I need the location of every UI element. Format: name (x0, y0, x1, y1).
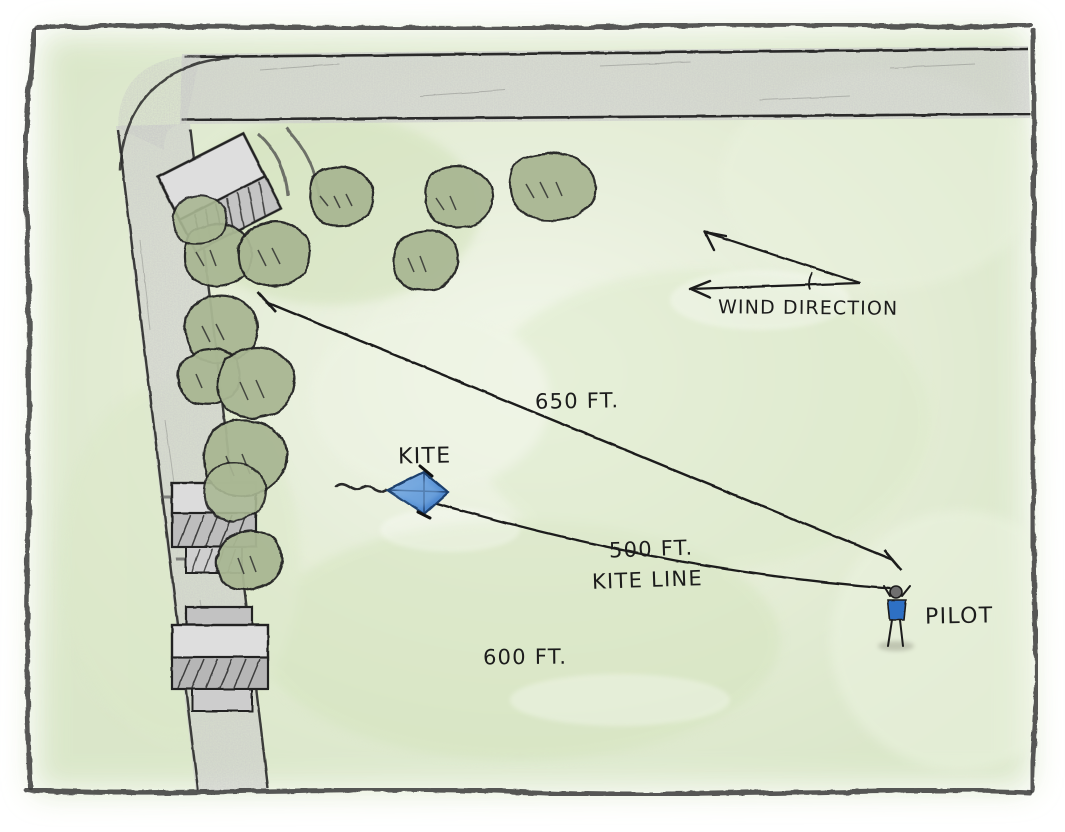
sketch-border (22, 21, 1040, 798)
bush (508, 152, 598, 222)
bush (215, 529, 284, 592)
pilot-figure (878, 585, 914, 651)
measurement-line-650 (257, 291, 902, 571)
wind-direction-arrows (688, 230, 861, 300)
measurement-line-600 (289, 650, 896, 694)
bush (391, 229, 460, 292)
house-lower-left (170, 605, 270, 712)
kite-line (431, 500, 891, 590)
bush (203, 462, 268, 522)
road-top (180, 46, 1031, 124)
bush (308, 166, 375, 228)
bushes (171, 152, 598, 592)
bush (237, 220, 312, 288)
grass-field (34, 30, 1032, 792)
bush (424, 165, 494, 230)
bush (171, 194, 228, 246)
bush (216, 346, 296, 419)
road-corner-curve (118, 55, 231, 171)
kite-icon (334, 464, 450, 520)
